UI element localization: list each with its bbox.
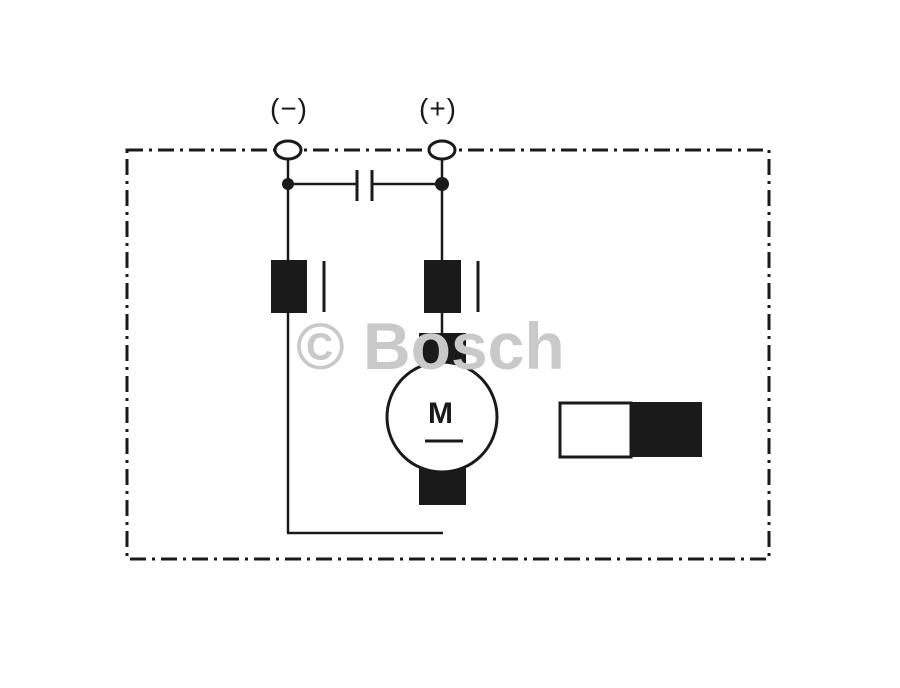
motor-icon xyxy=(385,360,499,474)
capacitor-icon xyxy=(355,170,374,201)
motor-label: M xyxy=(428,397,453,430)
terminal-negative-icon xyxy=(273,139,303,161)
junction-dot-positive xyxy=(435,177,449,191)
terminal-negative-label: (−) xyxy=(270,93,308,124)
junction-dot-negative xyxy=(282,178,294,190)
terminal-positive-icon xyxy=(427,139,457,161)
choke-negative-icon xyxy=(271,260,326,313)
terminal-positive-label: (+) xyxy=(419,93,457,124)
choke-positive-icon xyxy=(424,260,480,313)
rotation-direction-indicator xyxy=(558,401,702,459)
